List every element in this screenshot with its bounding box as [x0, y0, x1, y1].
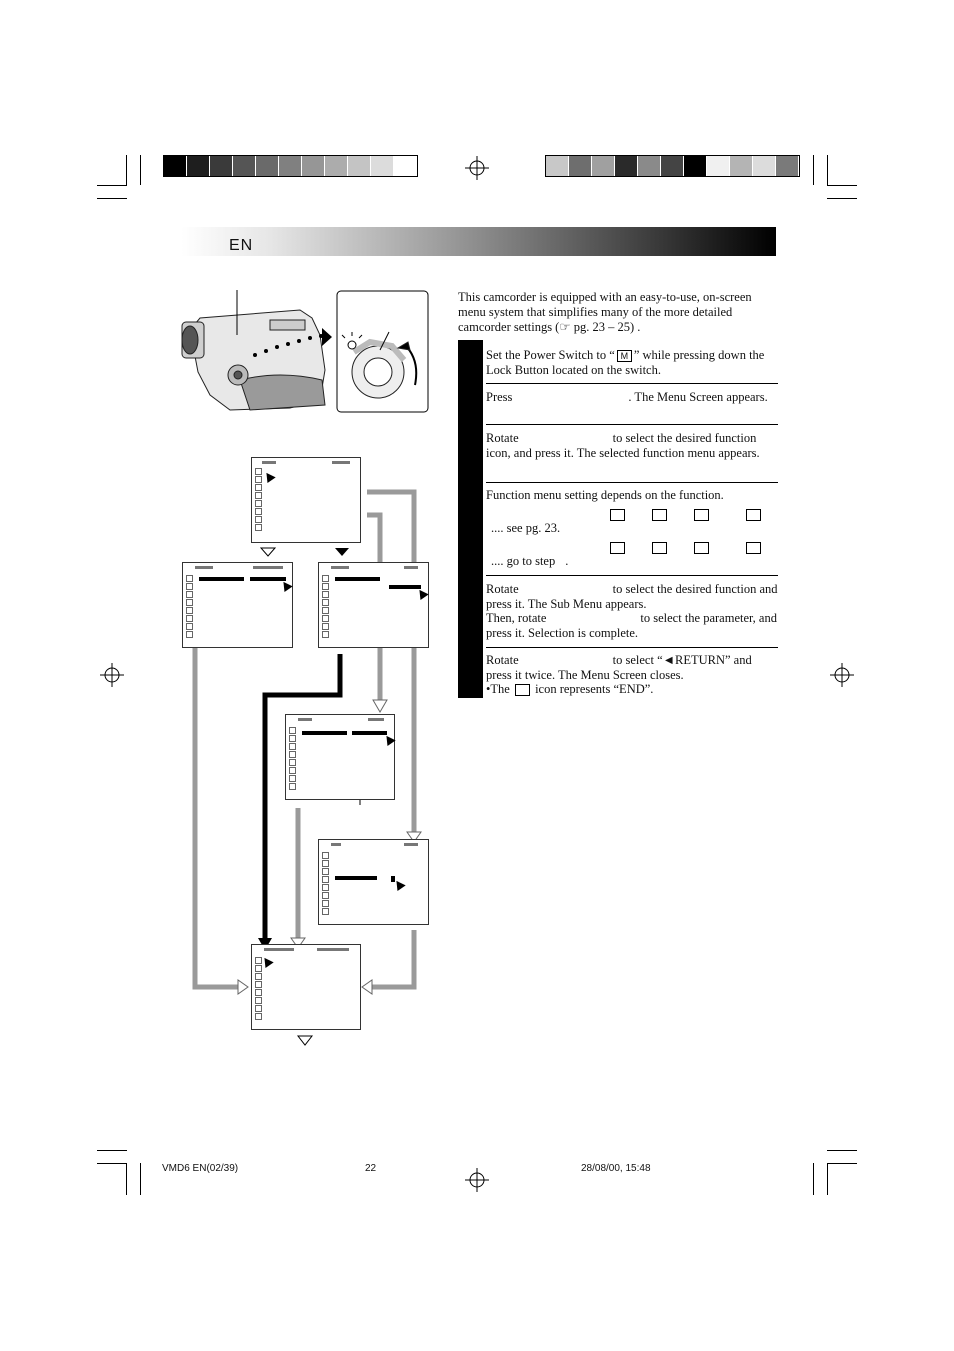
- lamp-icon: [341, 332, 363, 350]
- camcorder-illustration: [181, 309, 326, 411]
- crop-mark: [140, 1163, 141, 1195]
- crop-mark: [827, 1163, 857, 1164]
- crop-mark: [827, 198, 857, 199]
- function-icon-c: [694, 508, 710, 521]
- menu-screen-function-a: [182, 562, 293, 648]
- power-dial-icon: [351, 338, 418, 399]
- step-4: Function menu setting depends on the fun…: [486, 488, 778, 569]
- manual-mode-icon: M: [616, 350, 632, 363]
- menu-screen-parameter: [318, 839, 429, 925]
- flow-arrow-gray: [192, 489, 417, 990]
- crop-mark: [827, 155, 828, 185]
- crop-mark: [827, 1163, 828, 1195]
- arrowhead-gray: [237, 699, 422, 995]
- crop-mark: [97, 185, 127, 186]
- crop-mark: [813, 155, 814, 185]
- footer-file: VMD6 EN(02/39): [162, 1163, 239, 1174]
- language-tag: EN: [229, 237, 254, 254]
- crop-mark: [827, 185, 857, 186]
- menu-screen-return: [251, 944, 361, 1030]
- flow-arrow-black: [262, 654, 343, 938]
- function-icon-a: [610, 508, 625, 521]
- function-icon-f: [652, 541, 668, 554]
- calibration-strip-left: [163, 155, 418, 177]
- footer-datetime: 28/08/00, 15:48: [581, 1163, 651, 1174]
- down-arrow-icon: [259, 547, 277, 557]
- crop-mark: [827, 1150, 857, 1151]
- function-icon-d: [746, 508, 762, 521]
- function-icon-b: [652, 508, 668, 521]
- down-arrow-icon: [296, 1035, 314, 1046]
- step-1: Set the Power Switch to “M” while pressi…: [486, 348, 765, 377]
- step-number-bar: [458, 340, 483, 698]
- down-arrow-icon: [335, 548, 349, 556]
- section-header-bar: [181, 227, 776, 256]
- registration-target-icon: [100, 156, 854, 1192]
- crop-mark: [126, 1163, 127, 1195]
- dotted-pointer: [253, 334, 323, 357]
- menu-screen-function-b: [318, 562, 429, 648]
- end-icon: [514, 684, 530, 697]
- intro-paragraph: This camcorder is equipped with an easy-…: [458, 290, 752, 334]
- crop-mark: [97, 1163, 127, 1164]
- function-icon-g: [694, 541, 710, 554]
- crop-mark: [97, 198, 127, 199]
- crop-mark: [97, 1150, 127, 1151]
- crop-mark: [126, 155, 127, 185]
- calibration-strip-right: [545, 155, 800, 177]
- footer-page: 22: [365, 1163, 377, 1174]
- crop-mark: [813, 1163, 814, 1195]
- function-icon-e: [610, 541, 625, 554]
- crop-mark: [140, 155, 141, 185]
- menu-screen-submenu: [285, 714, 396, 800]
- menu-screen-main: [251, 457, 361, 543]
- function-icon-h: [746, 541, 762, 554]
- step-2: Press. The Menu Screen appears.: [486, 390, 768, 404]
